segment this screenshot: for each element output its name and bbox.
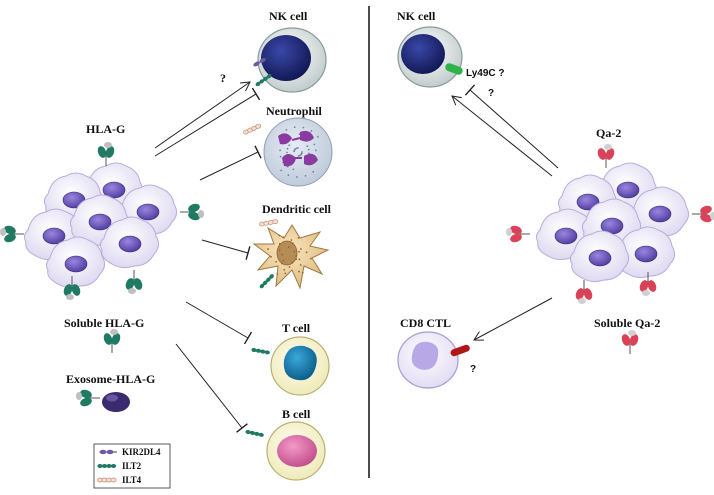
ilt4-receptor-icon [243,123,262,135]
qa2-icon [506,225,530,243]
legend-item-kir2dl4: KIR2DL4 [99,447,161,457]
svg-text:ILT4: ILT4 [122,475,142,485]
soluble-qa2-label: Soluble Qa-2 [594,316,660,330]
neutrophil-label: Neutrophil [266,104,322,118]
hla-g-icon [125,270,143,294]
hla-g-molecules [0,142,204,300]
kir2dl4-receptor-icon [99,449,117,455]
legend: KIR2DL4 ILT2 ILT4 [93,443,171,489]
hla-g-cell-cluster [23,162,178,289]
left-interaction-lines [154,82,262,433]
t-cell [270,336,330,396]
hla-g-icon [97,142,115,166]
ly49c-receptor-icon [445,63,463,75]
soluble-hla-g-icon [103,329,121,353]
inhibition-line-nk [154,87,261,157]
qa2-molecules [506,144,714,304]
nk-question-mark: ? [220,71,226,85]
cd8-ctl-label: CD8 CTL [400,316,451,330]
cd8-question-mark: ? [470,364,476,375]
b-cell-label: B cell [282,407,311,421]
inhibition-line-dendritic [201,239,251,260]
hla-g-icon [0,225,24,243]
inhibition-question-mark: ? [488,88,494,99]
svg-text:ILT2: ILT2 [122,461,142,471]
qa2-cell-cluster [535,162,690,283]
ilt2-receptor-icon [251,347,270,355]
dendritic-cell-label: Dendritic cell [262,202,332,216]
inhibition-line-neutrophil [199,145,262,181]
hla-g-label: HLA-G [86,122,125,136]
soluble-qa2-icon [621,330,639,354]
qa2-icon [639,272,657,296]
right-interaction-lines [452,84,559,340]
ilt2-receptor-icon [259,274,274,289]
soluble-hla-g-label: Soluble HLA-G [64,316,144,330]
qa2-label: Qa-2 [596,126,621,140]
ilt2-receptor-icon [97,464,117,468]
ilt4-receptor-icon [259,219,279,227]
exosome-hla-g-label: Exosome-HLA-G [66,372,155,386]
inhibition-line-tcell [185,301,253,345]
activation-arrow-nk [154,82,250,149]
t-cell-label: T cell [282,321,311,335]
activation-arrow-nk-right [452,96,553,177]
nk-cell-left [257,27,327,93]
hla-g-icon [63,276,81,300]
kir2dl4-receptor-icon [253,56,269,67]
ilt4-receptor-icon [97,477,117,483]
svg-text:KIR2DL4: KIR2DL4 [122,447,161,457]
neutrophil-cell [263,117,333,187]
nk-cell-label-right: NK cell [397,9,436,23]
activation-arrow-cd8 [474,297,553,340]
ilt2-receptor-icon [245,429,264,437]
qa2-icon [575,280,593,304]
nk-cell-label-left: NK cell [269,9,308,23]
cd8-ctl-cell [397,331,459,389]
inhibition-line-bcell [175,343,248,433]
legend-item-ilt4: ILT4 [97,475,142,485]
inhibition-line-nk-right [464,84,559,169]
legend-item-ilt2: ILT2 [97,461,142,471]
hla-g-icon [180,203,204,221]
exosome-icon [76,389,130,412]
ly49c-label: Ly49C ? [466,68,505,79]
qa2-icon [692,205,714,223]
ilt2-receptor-icon [255,74,272,87]
b-cell [266,421,326,481]
cd8-receptor-icon [450,344,470,357]
dendritic-cell [252,224,330,290]
nk-cell-right [397,26,463,88]
qa2-icon [597,144,615,168]
